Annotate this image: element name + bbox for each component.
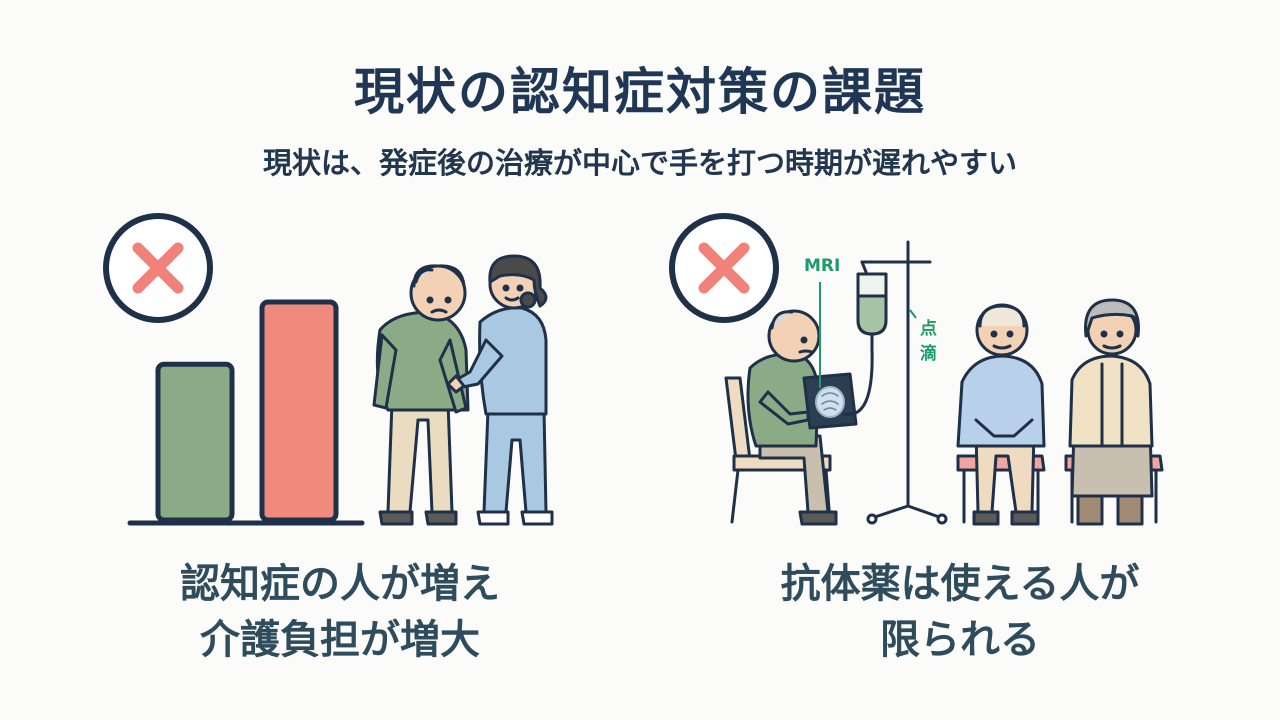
- seated-elderly-woman-figure: [1064, 298, 1164, 526]
- bar-chart: [155, 299, 339, 523]
- left-caption: 認知症の人が増え 介護負担が増大: [90, 556, 590, 668]
- right-caption-line2: 限られる: [880, 617, 1040, 663]
- right-caption: 抗体薬は使える人が 限られる: [700, 556, 1220, 668]
- drip-callout-line: [909, 309, 917, 319]
- caregiver-figure: [446, 254, 554, 526]
- left-caption-line2: 介護負担が増大: [200, 617, 480, 663]
- bar-2: [259, 299, 339, 523]
- left-caption-line1: 認知症の人が増え: [180, 561, 500, 607]
- seated-elderly-man-figure: [956, 303, 1046, 526]
- seated-man-with-tablet-figure: [724, 309, 858, 526]
- left-illustration: [103, 213, 554, 526]
- drip-label: 点滴: [920, 319, 937, 364]
- elderly-man-figure: [372, 264, 470, 526]
- iv-drip-stand-icon: [842, 240, 948, 525]
- right-illustration: [669, 213, 1164, 526]
- bar-1: [155, 361, 235, 523]
- cross-mark-icon: [669, 213, 779, 323]
- mri-label: MRI: [804, 256, 841, 276]
- cross-mark-icon: [103, 213, 213, 323]
- page-title: 現状の認知症対策の課題: [354, 63, 926, 121]
- page-subtitle: 現状は、発症後の治療が中心で手を打つ時期が遅れやすい: [262, 146, 1017, 180]
- right-caption-line1: 抗体薬は使える人が: [780, 561, 1140, 607]
